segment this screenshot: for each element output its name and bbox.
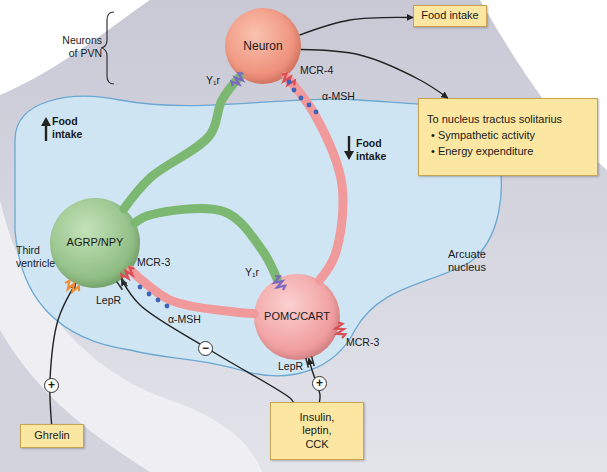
output-box: Food intake — [413, 5, 487, 27]
receptor-label: MCR-3 — [346, 336, 379, 349]
receptor-label: LepR — [278, 360, 303, 373]
curly-bracket — [101, 12, 114, 84]
effect-sign: + — [312, 376, 327, 391]
node-label: POMC/CART — [264, 310, 330, 323]
node-label: AGRP/NPY — [67, 236, 124, 249]
group-label: Neurons of PVN — [52, 34, 102, 59]
receptor-label: Y₁r — [206, 74, 220, 87]
receptor-label: MCR-3 — [137, 256, 170, 269]
receptor-label: LepR — [96, 294, 121, 307]
peptide-dot — [287, 80, 292, 85]
effect-sign: + — [44, 378, 59, 393]
node-label: Arcuate nucleus — [448, 248, 504, 274]
bullet-item: • Sympathetic activity — [427, 129, 535, 142]
hormone-box: Insulin, leptin, CCK — [270, 402, 364, 460]
node-label: To nucleus tractus solitarius — [427, 113, 562, 126]
receptor-label: MCR-4 — [300, 64, 333, 77]
output-arrow — [299, 17, 413, 35]
region-label: Third ventricle — [16, 244, 68, 269]
agrp-npy-neuron: AGRP/NPY — [50, 198, 140, 288]
node-label: Neuron — [243, 39, 282, 53]
receptor-label: α-MSH — [168, 313, 201, 326]
effect-label: Food intake — [356, 137, 396, 162]
bullet-item: • Energy expenditure — [427, 145, 533, 158]
node-label: Insulin, leptin, CCK — [291, 411, 343, 451]
receptor-label: Y₁r — [245, 266, 259, 279]
effect-sign: − — [198, 341, 213, 356]
pvn-neuron: Neuron — [225, 8, 301, 84]
pomc-cart-neuron: POMC/CART — [254, 274, 340, 360]
output-box: To nucleus tractus solitarius • Sympathet… — [418, 98, 598, 176]
arcuate-region — [15, 96, 501, 375]
hormone-box: Ghrelin — [20, 424, 84, 448]
receptor-label: α-MSH — [322, 90, 355, 103]
node-label: Food intake — [421, 9, 478, 22]
node-label: Ghrelin — [34, 429, 69, 442]
effect-label: Food intake — [52, 115, 92, 140]
peptide-dot — [292, 88, 297, 93]
ventricle-wall — [0, 330, 150, 472]
